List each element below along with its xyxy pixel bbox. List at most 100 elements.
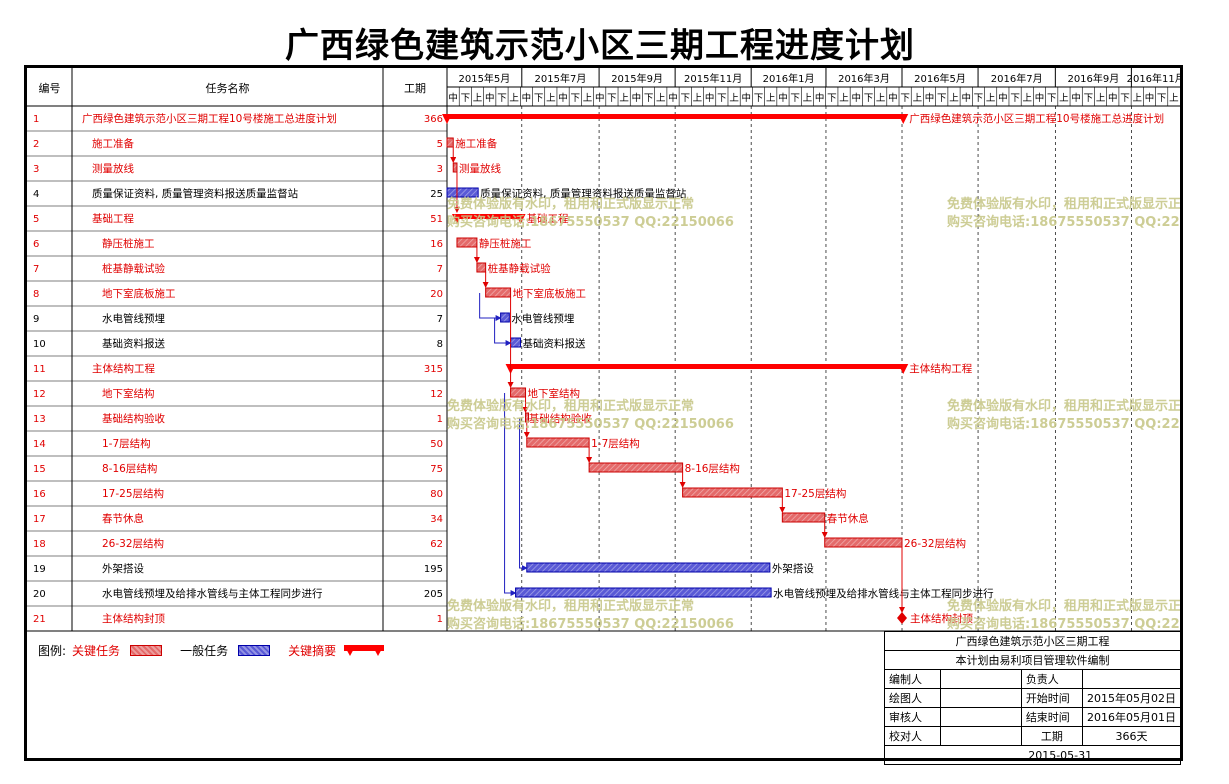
month-label: 2015年11月	[684, 72, 742, 85]
task-id: 16	[33, 489, 46, 500]
bar-label: 主体结构工程	[909, 362, 972, 375]
month-label: 2016年3月	[838, 72, 890, 85]
bar-label: 桩基静载试验	[488, 262, 551, 275]
task-id: 1	[33, 114, 39, 125]
subdivision-label: 下	[571, 93, 581, 104]
subdivision-label: 中	[668, 92, 678, 104]
subdivision-label: 中	[961, 92, 971, 104]
info-editor-label: 编制人	[884, 669, 941, 689]
task-id: 6	[33, 239, 39, 250]
task-name: 水电管线预埋及给排水管线与主体工程同步进行	[102, 587, 323, 600]
watermark-line1: 免费体验版有水印，租用和正式版显示正常	[447, 598, 694, 614]
task-name: 地下室结构	[102, 387, 155, 400]
milestone-marker	[897, 612, 908, 624]
task-duration: 5	[437, 139, 443, 150]
legend-normal-task-label: 一般任务	[180, 644, 229, 658]
month-label: 2016年5月	[914, 72, 966, 85]
task-id: 11	[33, 364, 46, 375]
watermark-line2: 购买咨询电话:18675550537 QQ:22150066	[447, 616, 734, 632]
legend-label: 图例:	[38, 644, 67, 658]
task-duration: 62	[430, 539, 443, 550]
summary-start-marker	[442, 114, 452, 124]
subdivision-label: 上	[766, 93, 776, 104]
header-name: 任务名称	[206, 81, 250, 95]
header-id: 编号	[39, 81, 61, 95]
month-label: 2015年7月	[535, 72, 587, 85]
bar-label: 静压桩施工	[479, 237, 531, 250]
bar-label: 广西绿色建筑示范小区三期工程10号楼施工总进度计划	[909, 112, 1164, 125]
legend-normal-task-swatch	[238, 645, 271, 656]
month-label: 2016年9月	[1067, 72, 1119, 85]
subdivision-label: 上	[1059, 93, 1069, 104]
month-label: 2015年9月	[611, 72, 663, 85]
watermark-line1: 免费体验版有水印，租用和正式版显示正常	[447, 398, 694, 414]
subdivision-label: 下	[754, 93, 764, 104]
task-name: 施工准备	[92, 137, 134, 150]
task-bar	[515, 587, 772, 598]
bar-label: 水电管线预埋及给排水管线与主体工程同步进行	[773, 587, 994, 600]
subdivision-label: 上	[1132, 93, 1142, 104]
watermark-line2: 购买咨询电话:18675550537 QQ:22150066	[947, 616, 1180, 632]
month-label: 2016年11月	[1127, 72, 1180, 85]
bar-label: 施工准备	[455, 137, 497, 150]
subdivision-label: 上	[1096, 93, 1106, 104]
task-name: 8-16层结构	[102, 462, 157, 475]
info-end-value: 2016年05月01日	[1082, 707, 1181, 727]
info-editor-value	[939, 669, 1022, 689]
subdivision-label: 中	[998, 92, 1008, 104]
task-id: 3	[33, 164, 39, 175]
task-duration: 8	[437, 339, 443, 350]
bar-label: 基础资料报送	[523, 337, 586, 350]
subdivision-label: 下	[864, 93, 874, 104]
task-name: 26-32层结构	[102, 537, 164, 550]
legend-critical-summary-swatch	[344, 644, 385, 656]
legend-critical-task-swatch	[130, 645, 163, 656]
task-duration: 25	[430, 189, 443, 200]
watermark-line1: 免费体验版有水印，租用和正式版显示正常	[947, 196, 1180, 212]
info-start-value: 2015年05月02日	[1082, 688, 1181, 708]
task-duration: 51	[430, 214, 443, 225]
subdivision-label: 中	[1071, 92, 1081, 104]
task-bar	[456, 237, 478, 248]
bar-label: 外架搭设	[772, 562, 814, 575]
task-id: 7	[33, 264, 39, 275]
subdivision-label: 上	[803, 93, 813, 104]
task-bar	[824, 537, 903, 548]
bar-label: 主体结构封顶	[910, 612, 973, 625]
task-name: 基础资料报送	[102, 337, 165, 350]
watermark-line1: 免费体验版有水印，租用和正式版显示正常	[947, 398, 1180, 414]
info-reviewer-label: 审核人	[884, 707, 941, 727]
task-bar	[526, 562, 771, 573]
task-name: 基础结构验收	[102, 412, 165, 425]
summary-end-marker	[898, 114, 909, 124]
bar-label: 水电管线预埋	[511, 312, 574, 325]
task-id: 18	[33, 539, 46, 550]
watermark-line2: 购买咨询电话:18675550537 QQ:22150066	[447, 416, 734, 432]
task-bar	[446, 137, 454, 148]
subdivision-label: 下	[1120, 93, 1130, 104]
task-duration: 3	[437, 164, 443, 175]
task-id: 10	[33, 339, 46, 350]
task-name: 桩基静载试验	[102, 262, 165, 275]
info-panel: 广西绿色建筑示范小区三期工程 本计划由易利项目管理软件编制 编制人 负责人 绘图…	[884, 631, 1182, 765]
task-duration: 7	[437, 264, 443, 275]
page-title: 广西绿色建筑示范小区三期工程进度计划	[285, 26, 915, 66]
bar-label: 17-25层结构	[784, 487, 846, 500]
subdivision-label: 下	[534, 93, 544, 104]
info-reviewer-value	[939, 707, 1022, 727]
info-drawer-label: 绘图人	[884, 688, 941, 708]
subdivision-label: 中	[632, 92, 642, 104]
info-start-label: 开始时间	[1020, 688, 1084, 708]
task-id: 5	[33, 214, 39, 225]
subdivision-label: 中	[778, 92, 788, 104]
task-duration: 20	[430, 289, 443, 300]
info-duration-label: 工期	[1020, 726, 1084, 746]
subdivision-label: 上	[839, 93, 849, 104]
task-id: 13	[33, 414, 46, 425]
task-id: 19	[33, 564, 46, 575]
watermark-line1: 免费体验版有水印，租用和正式版显示正常	[947, 598, 1180, 614]
task-duration: 16	[430, 239, 443, 250]
subdivision-label: 上	[1169, 93, 1179, 104]
subdivision-label: 下	[1084, 93, 1094, 104]
month-label: 2016年7月	[991, 72, 1043, 85]
